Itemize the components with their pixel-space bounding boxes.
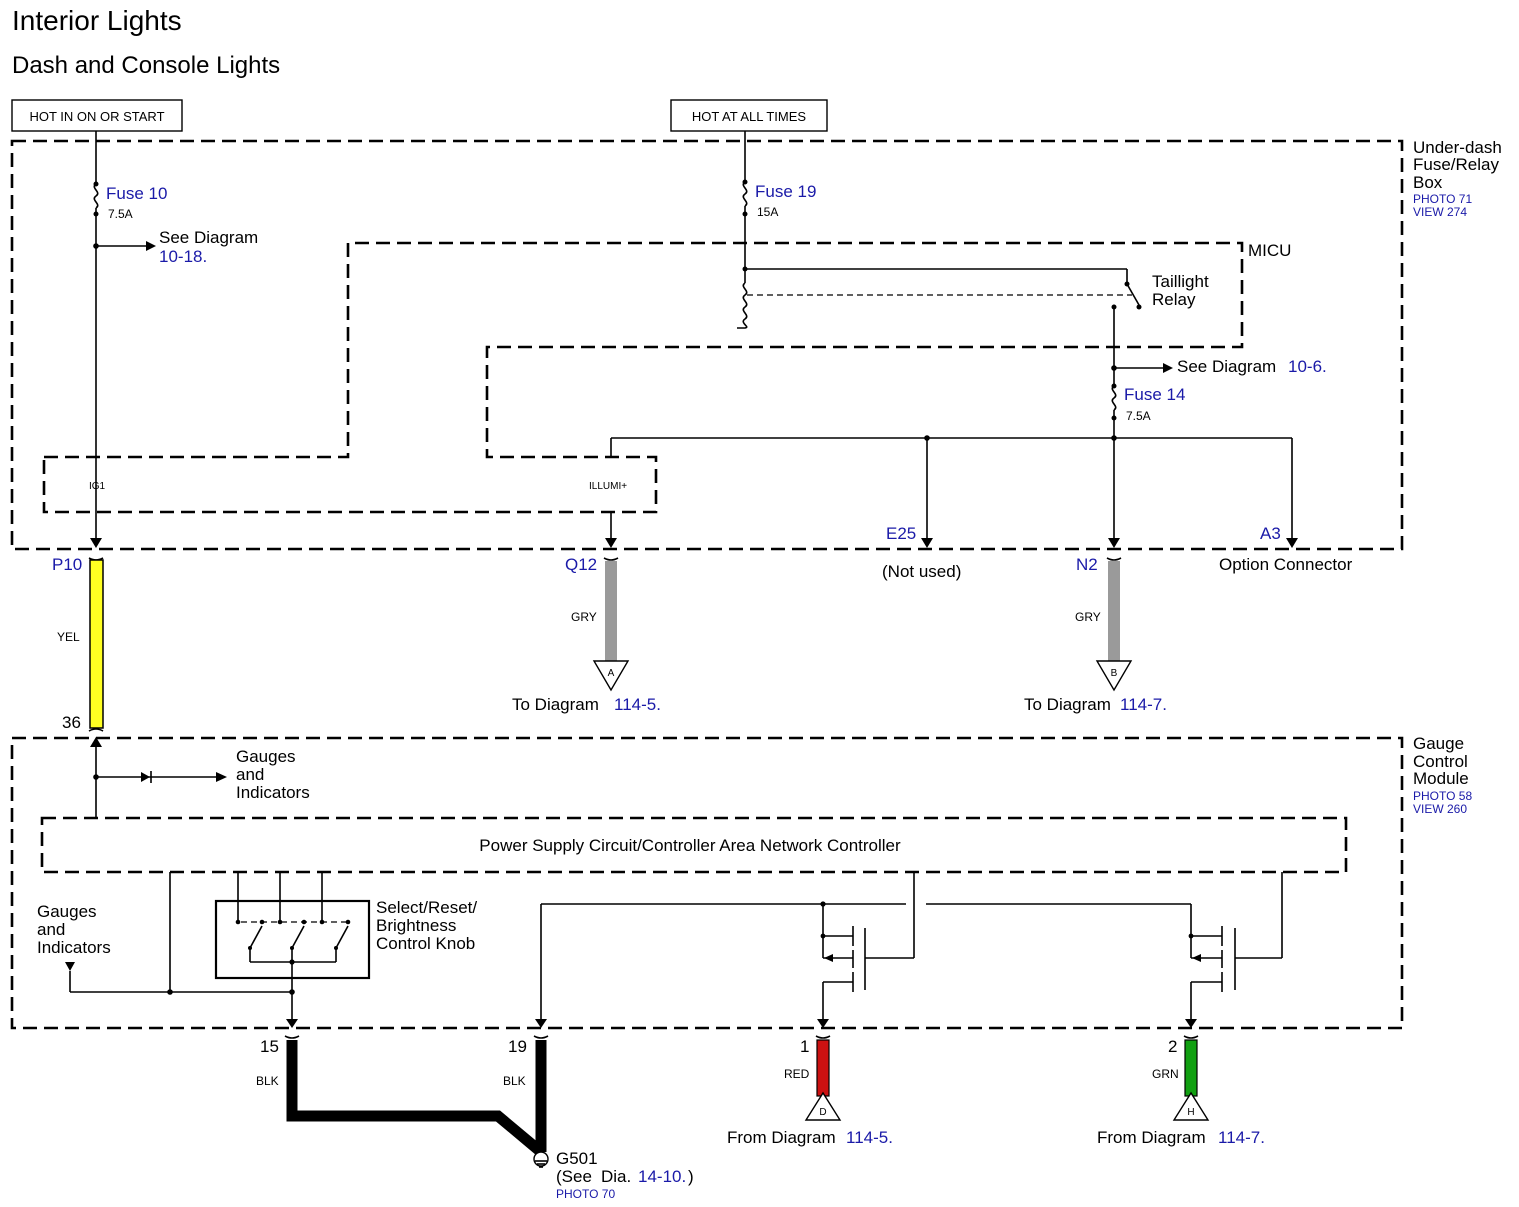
pin-19: 19 [508,1037,527,1056]
connector-b-label: B [1111,668,1118,679]
diode-symbol [141,772,150,782]
wire-blk-15-label: BLK [256,1074,279,1088]
from-ref-114-5: 114-5. [846,1128,893,1147]
pin-15: 15 [260,1037,279,1056]
see-diagram-10-18: See Diagram [159,228,258,247]
fuse10-rating: 7.5A [108,207,133,221]
relay-label-2: Relay [1152,290,1196,309]
hot-always-label: HOT AT ALL TIMES [692,109,806,124]
gi-left-2: and [37,920,65,939]
fuse-box-view: VIEW 274 [1413,205,1467,219]
ref-114-7: 114-7. [1120,695,1167,714]
fuse-relay-box [10,139,1404,551]
micu-outline [42,241,1244,514]
ground-name: G501 [556,1149,598,1168]
hot-in-on-label: HOT IN ON OR START [29,109,164,124]
not-used-label: (Not used) [882,562,961,581]
ground-see: (See [556,1167,592,1186]
ground-photo: PHOTO 70 [556,1187,615,1201]
ground-ref: 14-10. [638,1167,686,1186]
wire-gry-n2-label: GRY [1075,610,1101,624]
wire-red [816,1039,830,1097]
gi-left-1: Gauges [37,902,97,921]
knob-label-2: Brightness [376,916,456,935]
relay-coil [737,282,748,329]
see-diagram-10-6: See Diagram [1177,357,1276,376]
ground-close: ) [688,1167,694,1186]
connector-a-label: A [608,668,615,679]
to-diagram-114-7: To Diagram [1024,695,1111,714]
wire-gry-q12-label: GRY [571,610,597,624]
fuse14-name: Fuse 14 [1124,385,1185,404]
fuse10-name: Fuse 10 [106,184,167,203]
micu-label: MICU [1248,241,1291,260]
controller-block [40,816,1348,874]
knob-label-1: Select/Reset/ [376,898,477,917]
from-diagram-114-7: From Diagram [1097,1128,1206,1147]
ground-dia: Dia. [601,1167,631,1186]
option-connector-label: Option Connector [1219,555,1353,574]
fuse19-rating: 15A [757,205,778,219]
gi-left-3: Indicators [37,938,111,957]
page-subtitle: Dash and Console Lights [12,52,280,79]
controller-label: Power Supply Circuit/Controller Area Net… [479,836,901,855]
wire-grn [1184,1039,1198,1097]
pin-p10: P10 [52,555,82,574]
fuse-box-name-2: Fuse/Relay [1413,155,1499,174]
wire-yel-label: YEL [57,630,80,644]
pin-2: 2 [1168,1037,1177,1056]
wire-gry-n2 [1108,561,1120,661]
wire-yel [89,559,104,729]
wire-red-label: RED [784,1067,810,1081]
from-diagram-114-5: From Diagram [727,1128,836,1147]
connector-b [1095,660,1133,692]
fuse-box-name-1: Under-dash [1413,138,1502,157]
fuse-box-name-3: Box [1413,173,1443,192]
gauge-control-module-box [10,736,1404,1030]
from-ref-114-7: 114-7. [1218,1128,1265,1147]
connector-h-label: H [1187,1107,1194,1118]
fuse-box-photo: PHOTO 71 [1413,192,1472,206]
relay-label-1: Taillight [1152,272,1209,291]
gi-top-1: Gauges [236,747,296,766]
ground-symbol [533,1151,549,1167]
fuse14-rating: 7.5A [1126,409,1151,423]
wire-blk-19-label: BLK [503,1074,526,1088]
wire-grn-label: GRN [1152,1067,1179,1081]
fuse19-name: Fuse 19 [755,182,816,201]
connector-a [592,660,630,692]
gauge-module-view: VIEW 260 [1413,802,1467,816]
wire-blk-15 [286,1040,545,1157]
pin-e25: E25 [886,524,916,543]
connector-d-label: D [819,1107,826,1118]
pin-n2: N2 [1076,555,1098,574]
wire-gry-q12 [605,561,617,661]
fuse10-symbol [93,183,99,209]
to-diagram-114-5: To Diagram [512,695,599,714]
ref-10-18: 10-18. [159,247,207,266]
fuse19-symbol [742,181,748,207]
pin-a3: A3 [1260,524,1281,543]
gauge-module-name-3: Module [1413,769,1469,788]
knob-label-3: Control Knob [376,934,475,953]
gauge-module-name-2: Control [1413,752,1468,771]
hot-always-box [670,99,828,132]
hot-in-on-box [11,99,183,132]
ref-10-6: 10-6. [1288,357,1327,376]
connector-d [804,1091,842,1121]
page-title: Interior Lights [12,5,182,36]
illumi-label: ILLUMI+ [589,481,627,492]
fuse14-symbol [1111,385,1117,411]
gi-top-3: Indicators [236,783,310,802]
gauge-module-photo: PHOTO 58 [1413,789,1472,803]
pin-q12: Q12 [565,555,597,574]
gi-top-2: and [236,765,264,784]
ig1-label: IG1 [89,481,106,492]
pin-36: 36 [62,713,81,732]
connector-h [1172,1091,1210,1121]
pin-1: 1 [800,1037,809,1056]
ref-114-5: 114-5. [614,695,661,714]
gauge-module-name-1: Gauge [1413,734,1464,753]
